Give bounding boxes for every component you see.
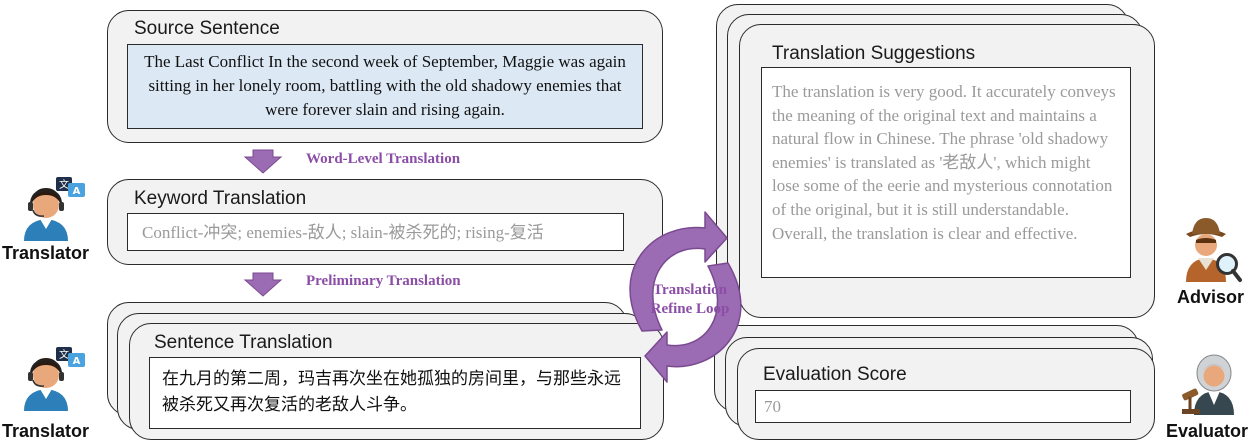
svg-text:文: 文 xyxy=(59,178,69,191)
refine-loop-label-line1: Translation xyxy=(653,282,727,298)
translation-suggestions-card: Translation Suggestions The translation … xyxy=(739,24,1155,318)
source-sentence-card: Source Sentence The Last Conflict In the… xyxy=(107,10,663,143)
translator-top-label: Translator xyxy=(2,243,90,263)
source-sentence-title: Source Sentence xyxy=(134,18,280,39)
translation-suggestions-box: The translation is very good. It accurat… xyxy=(761,67,1131,278)
svg-text:文: 文 xyxy=(59,348,69,361)
sentence-translation-title: Sentence Translation xyxy=(154,332,333,353)
translator-icon: 文 A xyxy=(24,177,85,241)
sentence-translation-text: 在九月的第二周，玛吉再次坐在她孤独的房间里，与那些永远被杀死又再次复活的老敌人斗… xyxy=(162,369,621,414)
svg-text:A: A xyxy=(73,356,81,367)
evaluator-label: Evaluator xyxy=(1166,421,1249,441)
preliminary-translation-label: Preliminary Translation xyxy=(306,273,461,289)
evaluation-score-value: 70 xyxy=(764,397,781,416)
down-arrow-icon xyxy=(243,149,283,174)
keyword-translation-title: Keyword Translation xyxy=(134,188,307,209)
refine-loop-arrows-icon xyxy=(629,211,742,383)
translation-suggestions-text: The translation is very good. It accurat… xyxy=(772,82,1116,243)
translator-bottom-label: Translator xyxy=(2,421,90,441)
translation-suggestions-title: Translation Suggestions xyxy=(772,43,976,64)
keyword-translation-card: Keyword Translation Conflict-冲突; enemies… xyxy=(107,179,663,265)
sentence-translation-card: Sentence Translation 在九月的第二周，玛吉再次坐在她孤独的房… xyxy=(129,323,664,440)
translator-icon: 文 A xyxy=(24,347,85,411)
word-level-translation-label: Word-Level Translation xyxy=(306,151,461,167)
source-sentence-box: The Last Conflict In the second week of … xyxy=(127,44,643,129)
evaluator-icon xyxy=(1182,354,1234,415)
keyword-translation-box: Conflict-冲突; enemies-敌人; slain-被杀死的; ris… xyxy=(127,213,624,251)
evaluation-score-box: 70 xyxy=(755,390,1131,423)
down-arrow-icon xyxy=(243,272,283,297)
source-sentence-text: The Last Conflict In the second week of … xyxy=(144,52,626,119)
refine-loop-label-line2: Refine Loop xyxy=(650,301,730,317)
svg-text:A: A xyxy=(73,186,81,197)
evaluation-score-title: Evaluation Score xyxy=(763,364,907,385)
advisor-label: Advisor xyxy=(1177,287,1245,307)
advisor-icon xyxy=(1186,218,1242,282)
evaluation-score-card: Evaluation Score 70 xyxy=(737,348,1155,440)
sentence-translation-box: 在九月的第二周，玛吉再次坐在她孤独的房间里，与那些永远被杀死又再次复活的老敌人斗… xyxy=(149,357,641,429)
keyword-translation-text: Conflict-冲突; enemies-敌人; slain-被杀死的; ris… xyxy=(142,223,544,242)
